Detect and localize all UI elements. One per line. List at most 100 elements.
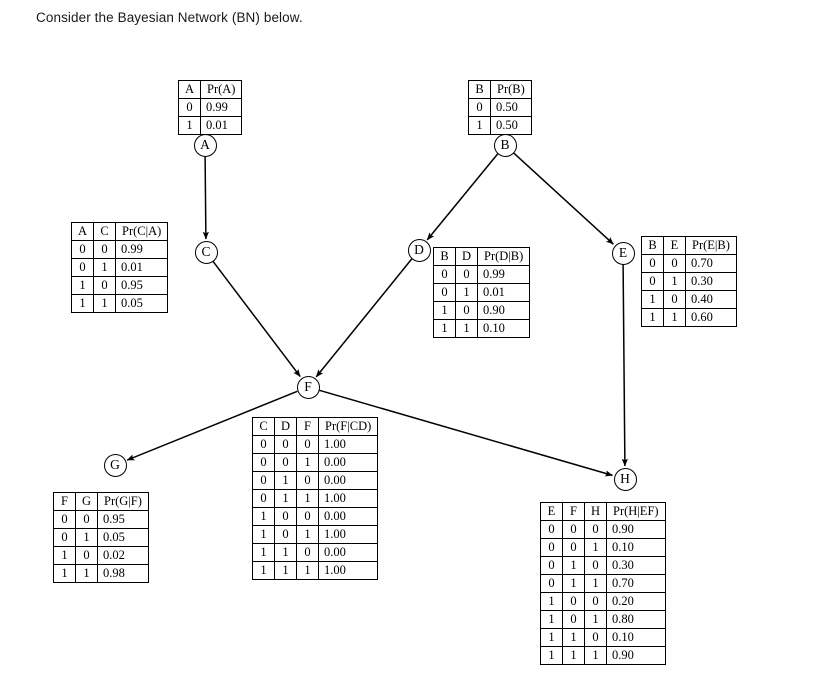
cell-probability: 0.98 — [97, 564, 149, 583]
cell-value: 0 — [296, 507, 319, 526]
cell-value: 0 — [433, 283, 456, 302]
cell-value: 0 — [562, 520, 585, 539]
cell-value: 1 — [540, 646, 563, 665]
cell-value: 1 — [562, 556, 585, 575]
cell-value: 1 — [252, 525, 275, 544]
edge-b-to-e — [512, 152, 614, 245]
cell-value: 1 — [296, 561, 319, 580]
cell-value: 1 — [274, 489, 297, 508]
column-header-c: C — [252, 417, 275, 436]
column-header-e: E — [663, 236, 686, 255]
column-header-pr(d|b): Pr(D|B) — [476, 247, 531, 266]
column-header-pr(g|f): Pr(G|F) — [97, 492, 149, 511]
cell-value: 0 — [562, 538, 585, 557]
cell-value: 0 — [455, 301, 478, 320]
column-header-pr(a): Pr(A) — [199, 80, 243, 99]
cell-value: 1 — [584, 574, 607, 593]
cell-value: 1 — [540, 592, 563, 611]
cell-value: 0 — [584, 592, 607, 611]
cell-value: 0 — [433, 265, 456, 284]
cell-value: 1 — [455, 319, 478, 338]
cell-value: 1 — [584, 646, 607, 665]
cell-value: 0 — [252, 453, 275, 472]
cell-probability: 1.00 — [317, 435, 379, 454]
cell-value: 1 — [455, 283, 478, 302]
cell-value: 0 — [75, 510, 98, 529]
cell-value: 1 — [663, 272, 686, 291]
cell-value: 1 — [296, 489, 319, 508]
cell-probability: 0.70 — [606, 574, 666, 593]
column-header-f: F — [562, 502, 585, 521]
cell-value: 1 — [296, 525, 319, 544]
cell-value: 1 — [252, 507, 275, 526]
column-header-pr(f|cd): Pr(F|CD) — [317, 417, 379, 436]
column-header-pr(e|b): Pr(E|B) — [685, 236, 737, 255]
cell-value: 0 — [540, 574, 563, 593]
cell-value: 0 — [584, 520, 607, 539]
column-header-e: E — [540, 502, 563, 521]
cell-probability: 0.01 — [199, 116, 243, 135]
cell-value: 0 — [296, 471, 319, 490]
cell-probability: 0.99 — [199, 98, 243, 117]
column-header-pr(h|ef): Pr(H|EF) — [606, 502, 666, 521]
cell-value: 0 — [296, 435, 319, 454]
cell-probability: 0.99 — [114, 240, 169, 259]
cell-probability: 1.00 — [317, 561, 379, 580]
cell-value: 1 — [178, 116, 201, 135]
cell-probability: 0.05 — [97, 528, 149, 547]
cell-value: 0 — [93, 276, 116, 295]
cell-probability: 0.05 — [114, 294, 169, 313]
cell-value: 1 — [584, 610, 607, 629]
cell-value: 1 — [641, 290, 664, 309]
cell-probability: 0.95 — [114, 276, 169, 295]
cell-value: 1 — [71, 276, 94, 295]
cell-value: 0 — [252, 435, 275, 454]
column-header-d: D — [455, 247, 478, 266]
edge-b-to-d — [426, 153, 499, 241]
cell-probability: 0.10 — [606, 538, 666, 557]
cell-value: 1 — [584, 538, 607, 557]
cell-probability: 0.90 — [476, 301, 531, 320]
cell-value: 0 — [71, 258, 94, 277]
cell-value: 1 — [540, 610, 563, 629]
edge-e-to-h — [621, 264, 628, 467]
cell-value: 0 — [540, 538, 563, 557]
cell-value: 1 — [468, 116, 491, 135]
column-header-g: G — [75, 492, 98, 511]
cell-probability: 0.00 — [317, 471, 379, 490]
cell-value: 1 — [252, 543, 275, 562]
cell-value: 0 — [562, 592, 585, 611]
cell-value: 1 — [296, 453, 319, 472]
cell-value: 0 — [252, 489, 275, 508]
cell-value: 0 — [663, 290, 686, 309]
cell-value: 0 — [53, 510, 76, 529]
cell-probability: 0.95 — [97, 510, 149, 529]
